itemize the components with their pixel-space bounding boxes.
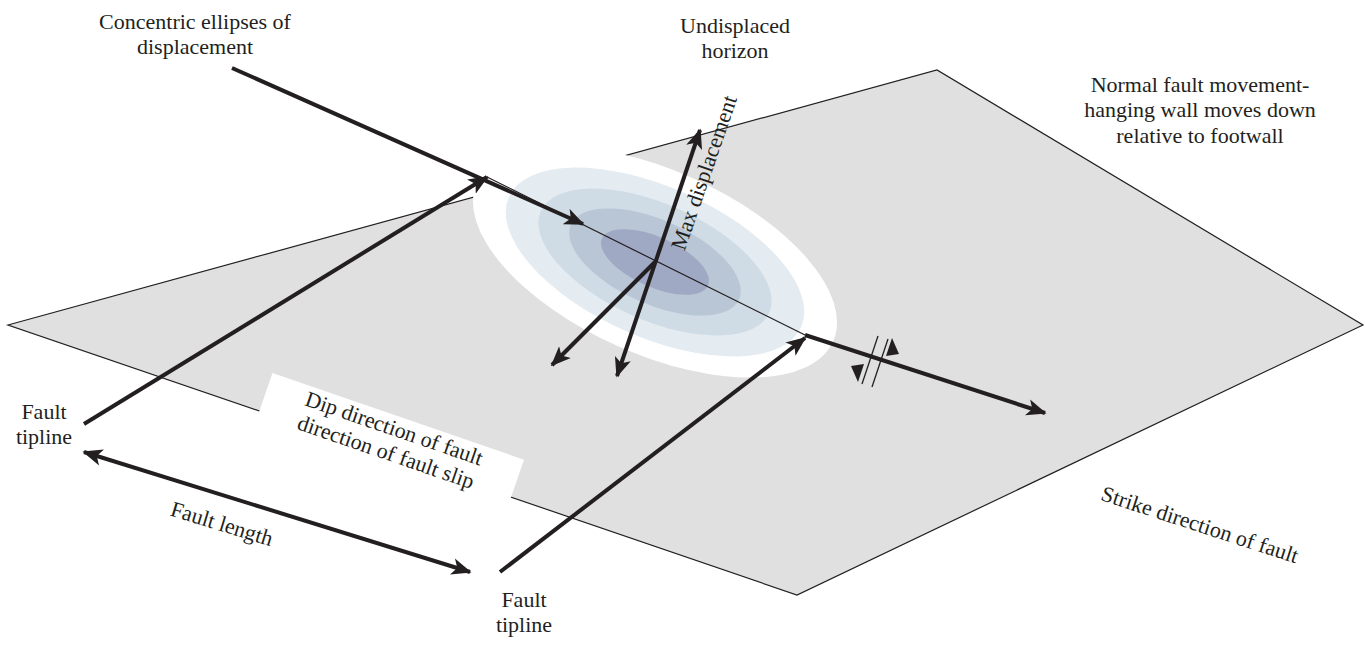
tipline-arrow <box>500 338 805 572</box>
note-label: Normal fault movement- hanging wall move… <box>1075 72 1325 148</box>
ellipse-3 <box>517 158 793 366</box>
normal-fault-symbol <box>851 336 899 387</box>
displacement-ellipses <box>439 99 870 426</box>
leader-arrow <box>232 68 583 224</box>
ellipse-2 <box>478 128 831 395</box>
tipline-label: Fault tipline <box>4 399 84 450</box>
tipline-label: Fault tipline <box>484 587 564 638</box>
dimension-label: Fault length <box>168 496 276 551</box>
horizon-label: Undisplaced horizon <box>660 13 810 64</box>
direction-label: Dip direction of fault direction of faul… <box>256 373 524 507</box>
dimension-label: Max displacement <box>666 92 743 253</box>
direction-label: Strike direction of fault <box>1098 481 1302 569</box>
max-displacement-arrow <box>617 130 700 376</box>
ellipse-outer <box>439 99 870 426</box>
horizon-plane <box>8 70 1363 595</box>
dip-arrow <box>552 262 655 365</box>
strike-arrow <box>805 335 1045 413</box>
callout-label: Concentric ellipses of displacement <box>65 9 325 60</box>
